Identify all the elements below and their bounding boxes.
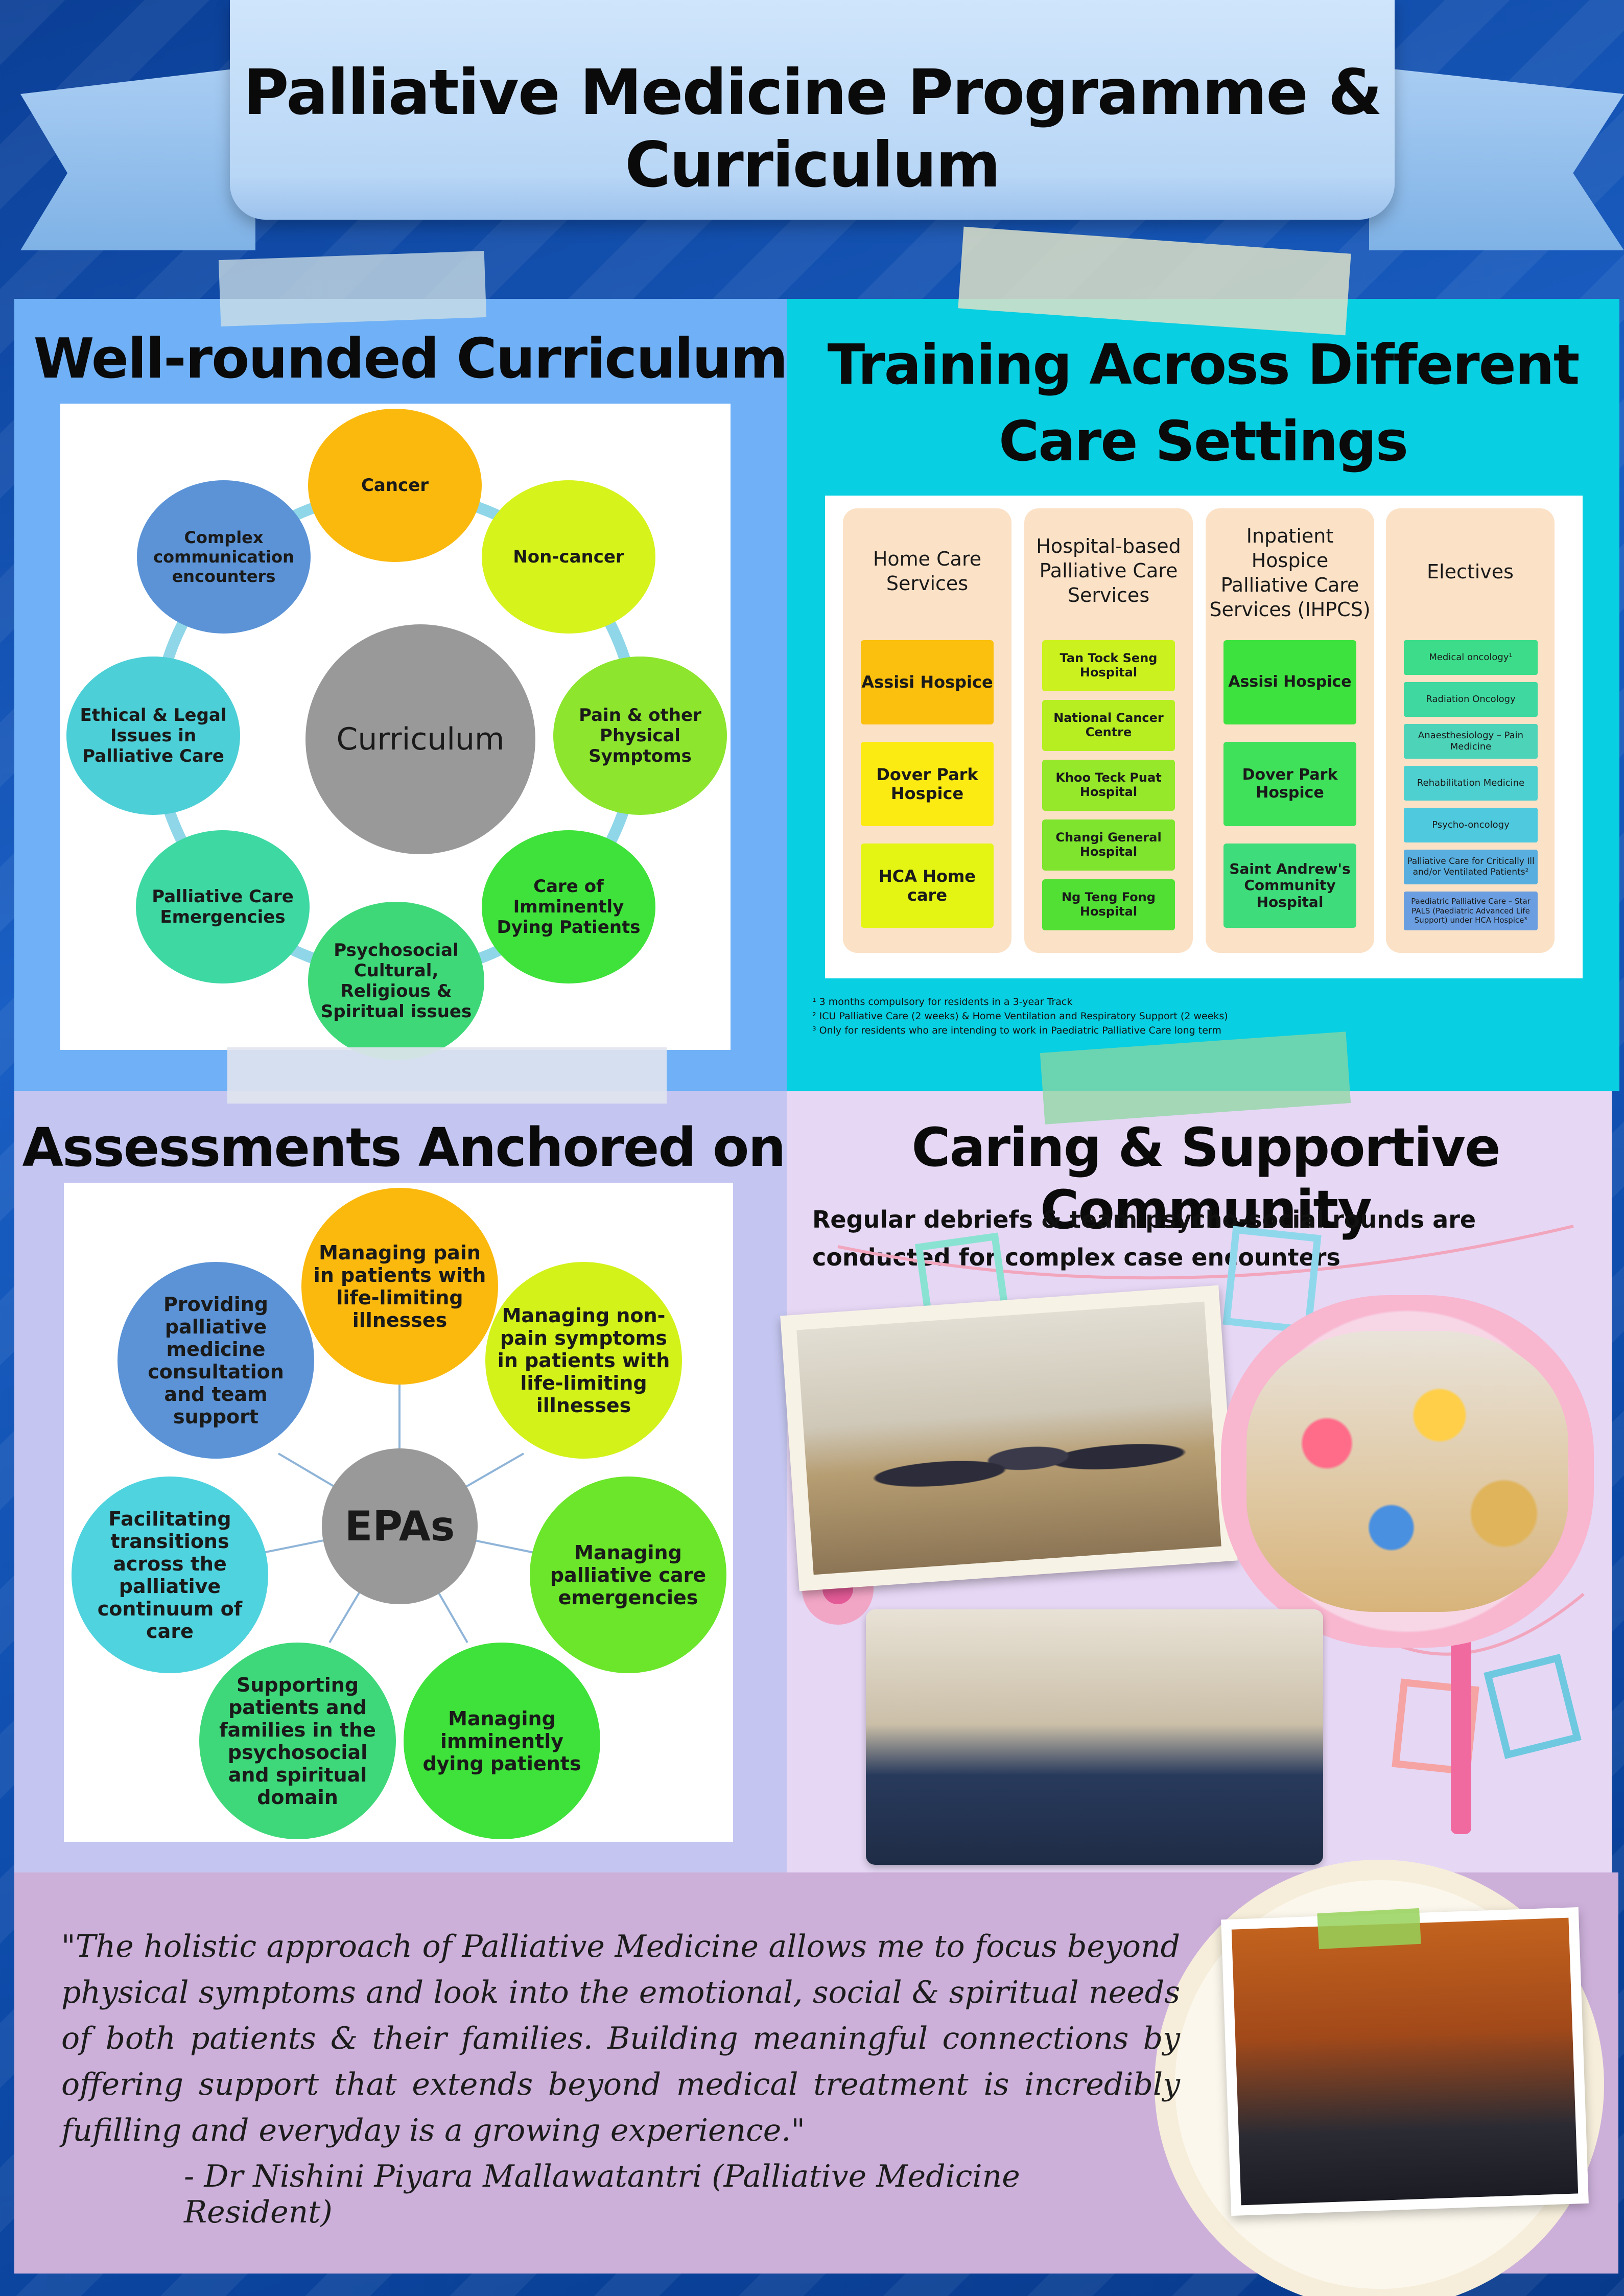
elective-item: Anaesthesiology – Pain Medicine [1404,724,1538,759]
training-footnote: ¹ 3 months compulsory for residents in a… [812,996,1073,1008]
hospital-item: Tan Tock Seng Hospital [1042,640,1175,691]
curriculum-item-cancer: Cancer [308,409,482,562]
curriculum-title: Well-rounded Curriculum [33,327,788,391]
epa-item-transitions: Facilitating transitions across the pall… [72,1477,268,1673]
home-care-item: Dover Park Hospice [861,742,994,826]
page-title: Palliative Medicine Programme & Curricul… [243,56,1382,201]
tape-decoration [218,250,487,327]
training-title: Training Across Different Care Settings [827,333,1580,474]
curriculum-item-ethical-legal: Ethical & Legal Issues in Palliative Car… [66,657,240,815]
home-care-item: HCA Home care [861,844,994,928]
home-care-item: Assisi Hospice [861,640,994,724]
training-footnote: ² ICU Palliative Care (2 weeks) & Home V… [812,1011,1228,1022]
column-heading: Home Care Services [873,548,982,595]
elective-item: Palliative Care for Critically Ill and/o… [1404,850,1538,884]
elective-item: Rehabilitation Medicine [1404,766,1538,801]
epa-item-pain: Managing pain in patients with life-limi… [301,1188,498,1385]
banner-ribbon-right [1369,66,1624,250]
hospital-item: Ng Teng Fong Hospital [1042,879,1175,930]
curriculum-center: Curriculum [305,624,535,854]
epa-item-psychosocial: Supporting patients and families in the … [199,1643,396,1839]
elective-item: Medical oncology¹ [1404,640,1538,675]
ihpcs-item: Assisi Hospice [1223,640,1356,724]
tape-decoration [227,1047,667,1104]
curriculum-item-emergencies: Palliative Care Emergencies [136,830,310,983]
tape-decoration [1317,1908,1421,1950]
curriculum-item-non-cancer: Non-cancer [482,480,655,634]
team-meeting-photo [780,1285,1238,1591]
curriculum-diagram: Curriculum Cancer Non-cancer Pain & othe… [60,404,731,1060]
balloon-celebration-photo [1221,1295,1594,1648]
curriculum-item-dying-patients: Care of Imminently Dying Patients [482,830,655,983]
hospital-item: Khoo Teck Puat Hospital [1042,760,1175,811]
ihpcs-item: Dover Park Hospice [1223,742,1356,826]
resident-group-photo [1231,1917,1579,2206]
resident-photo-frame [1221,1907,1589,2216]
epa-diagram: EPAs Managing pain in patients with life… [64,1183,733,1842]
ihpcs-item: Saint Andrew's Community Hospital [1223,844,1356,928]
epa-item-consultation: Providing palliative medicine consultati… [117,1262,314,1459]
community-subtitle: Regular debriefs & team psycho-social ro… [812,1206,1476,1271]
column-heading: Inpatient Hospice Palliative Care Servic… [1209,525,1371,621]
hospital-item: Changi General Hospital [1042,819,1175,871]
hospital-item: National Cancer Centre [1042,700,1175,751]
elective-item: Psycho-oncology [1404,808,1538,842]
column-heading: Hospital-based Palliative Care Services [1036,535,1181,606]
curriculum-item-communication: Complex communication encounters [137,480,311,634]
curriculum-item-pain-symptoms: Pain & other Physical Symptoms [553,657,727,815]
resident-quote: "The holistic approach of Palliative Med… [61,1929,1180,2148]
quote-author: - Dr Nishini Piyara Mallawatantri (Palli… [184,2159,1020,2230]
column-heading: Electives [1427,560,1514,583]
epa-item-imminently-dying: Managing imminently dying patients [404,1643,600,1839]
elective-item: Radiation Oncology [1404,682,1538,717]
title-banner [230,0,1395,220]
epa-center: EPAs [322,1448,478,1604]
elective-item: Paediatric Palliative Care – Star PALS (… [1404,892,1538,930]
epa-item-non-pain: Managing non-pain symptoms in patients w… [485,1262,682,1459]
curriculum-item-psychosocial: Psychosocial Cultural, Religious & Spiri… [308,902,484,1060]
community-title: Caring & Supportive Community [911,1116,1500,1241]
banner-ribbon-left [20,66,255,250]
training-footnote: ³ Only for residents who are intending t… [812,1025,1221,1036]
epa-item-emergencies: Managing palliative care emergencies [530,1477,726,1673]
team-group-photo [866,1609,1323,1865]
